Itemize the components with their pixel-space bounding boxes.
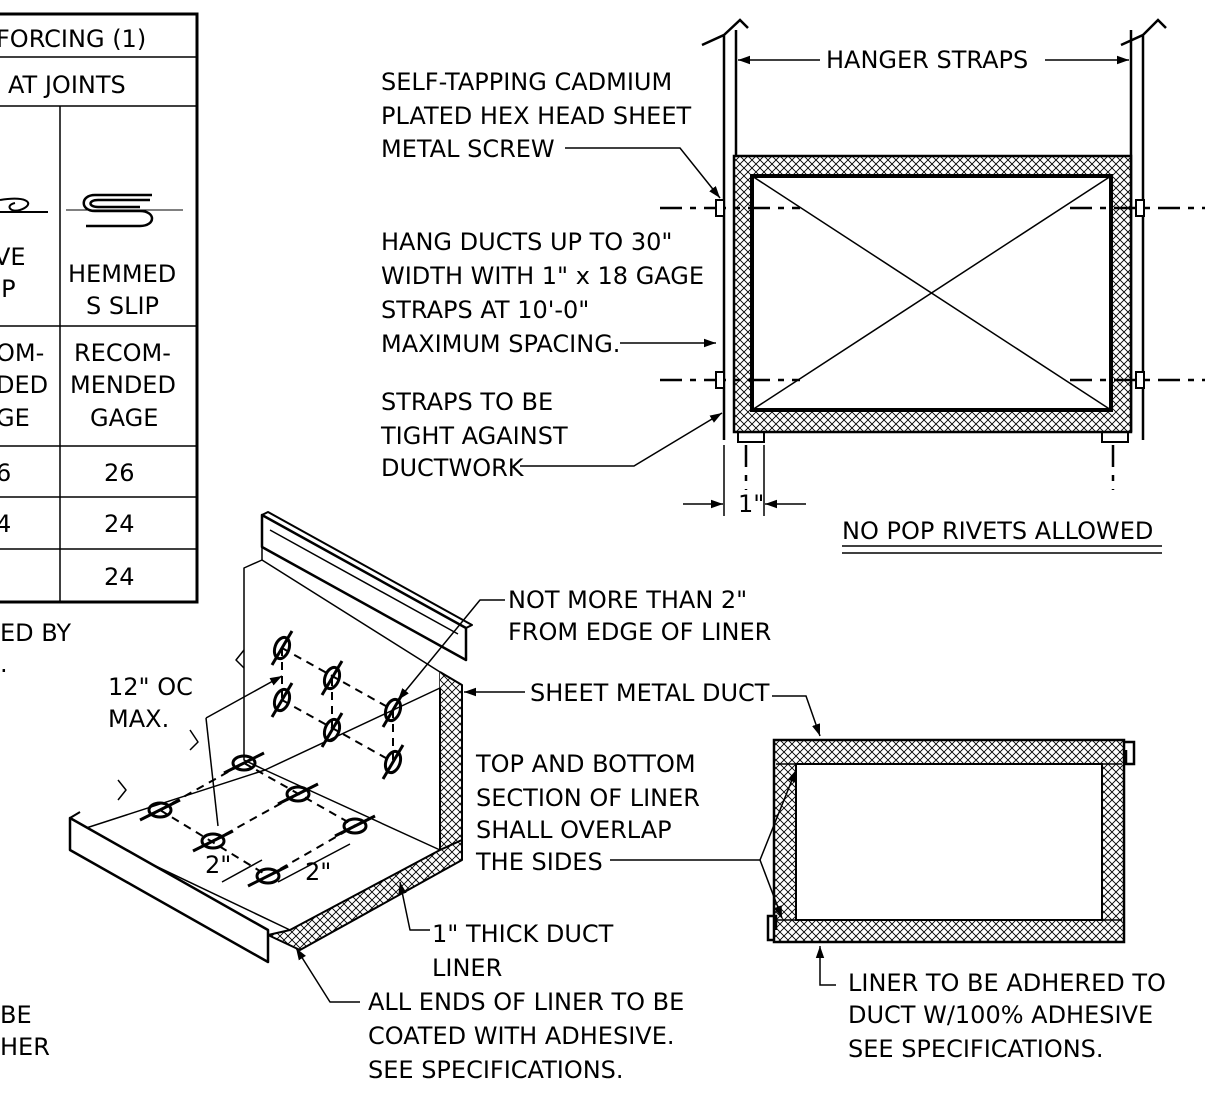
adhered-note-2: DUCT W/100% ADHESIVE	[848, 1001, 1153, 1029]
dim-2-inch-a: 2"	[205, 851, 231, 879]
screw-note-3: METAL SCREW	[381, 135, 555, 163]
table-header-2: AT JOINTS	[8, 71, 126, 99]
hanger-straps-label: HANGER STRAPS	[826, 46, 1028, 74]
left-edge-note-2: HER	[0, 1033, 50, 1061]
table-col2-label-1: HEMMED	[68, 260, 176, 288]
oc-note-1: 12" OC	[108, 673, 193, 701]
screw-note-2: PLATED HEX HEAD SHEET	[381, 102, 692, 130]
straps-note-3: DUCTWORK	[381, 454, 525, 482]
liner-isometric-detail	[68, 511, 525, 1003]
table-col2-gage-1: RECOM-	[74, 339, 171, 367]
edge-note-1: NOT MORE THAN 2"	[508, 586, 747, 614]
table-col1-gage-3: GE	[0, 404, 30, 432]
table-note-2: .	[0, 650, 8, 678]
table-r1-c2: 26	[104, 459, 135, 487]
ends-note-1: ALL ENDS OF LINER TO BE	[368, 988, 684, 1016]
adhered-note-3: SEE SPECIFICATIONS.	[848, 1035, 1104, 1063]
ends-note-2: COATED WITH ADHESIVE.	[368, 1022, 675, 1050]
screw-note-1: SELF-TAPPING CADMIUM	[381, 68, 672, 96]
hang-note-3: STRAPS AT 10'-0"	[381, 296, 589, 324]
ends-note-3: SEE SPECIFICATIONS.	[368, 1056, 624, 1084]
table-col2-label-2: S SLIP	[86, 292, 159, 320]
table-r3-c2: 24	[104, 563, 135, 591]
edge-note-2: FROM EDGE OF LINER	[508, 618, 771, 646]
dim-1-inch: 1"	[738, 490, 764, 518]
overlap-note-3: SHALL OVERLAP	[476, 816, 672, 844]
overlap-note-1: TOP AND BOTTOM	[475, 750, 696, 778]
hang-note-4: MAXIMUM SPACING.	[381, 330, 620, 358]
table-r2-c2: 24	[104, 510, 135, 538]
table-r1-c1: 6	[0, 459, 11, 487]
table-col2-gage-3: GAGE	[90, 404, 158, 432]
hang-note-2: WIDTH WITH 1" x 18 GAGE	[381, 262, 704, 290]
table-r2-c1: 4	[0, 510, 11, 538]
oc-note-2: MAX.	[108, 705, 169, 733]
hemmed-s-slip-icon	[66, 193, 183, 228]
duct-section-detail	[610, 695, 1136, 986]
table-col1-gage-1: OM-	[0, 339, 44, 367]
table-note-1: ED BY	[0, 619, 71, 647]
overlap-note-4: THE SIDES	[475, 848, 603, 876]
straps-note-1: STRAPS TO BE	[381, 388, 553, 416]
thick-note-2: LINER	[432, 954, 502, 982]
straps-note-2: TIGHT AGAINST	[380, 422, 568, 450]
thick-note-1: 1" THICK DUCT	[432, 920, 614, 948]
table-col1-label-1: VE	[0, 243, 26, 271]
sheet-metal-duct-label: SHEET METAL DUCT	[530, 679, 770, 707]
reinforcing-table	[0, 12, 199, 604]
overlap-note-2: SECTION OF LINER	[476, 784, 700, 812]
left-edge-note-1: BE	[0, 1001, 32, 1029]
hang-note-1: HANG DUCTS UP TO 30"	[381, 228, 672, 256]
dim-2-inch-b: 2"	[305, 858, 331, 886]
table-header-1: FORCING (1)	[0, 25, 146, 53]
adhered-note-1: LINER TO BE ADHERED TO	[848, 969, 1166, 997]
no-pop-rivets-note: NO POP RIVETS ALLOWED	[842, 517, 1153, 545]
table-col1-label-2: IP	[0, 275, 16, 303]
hanger-detail	[520, 18, 1205, 554]
table-col1-gage-2: DED	[0, 371, 48, 399]
table-col2-gage-2: MENDED	[70, 371, 176, 399]
